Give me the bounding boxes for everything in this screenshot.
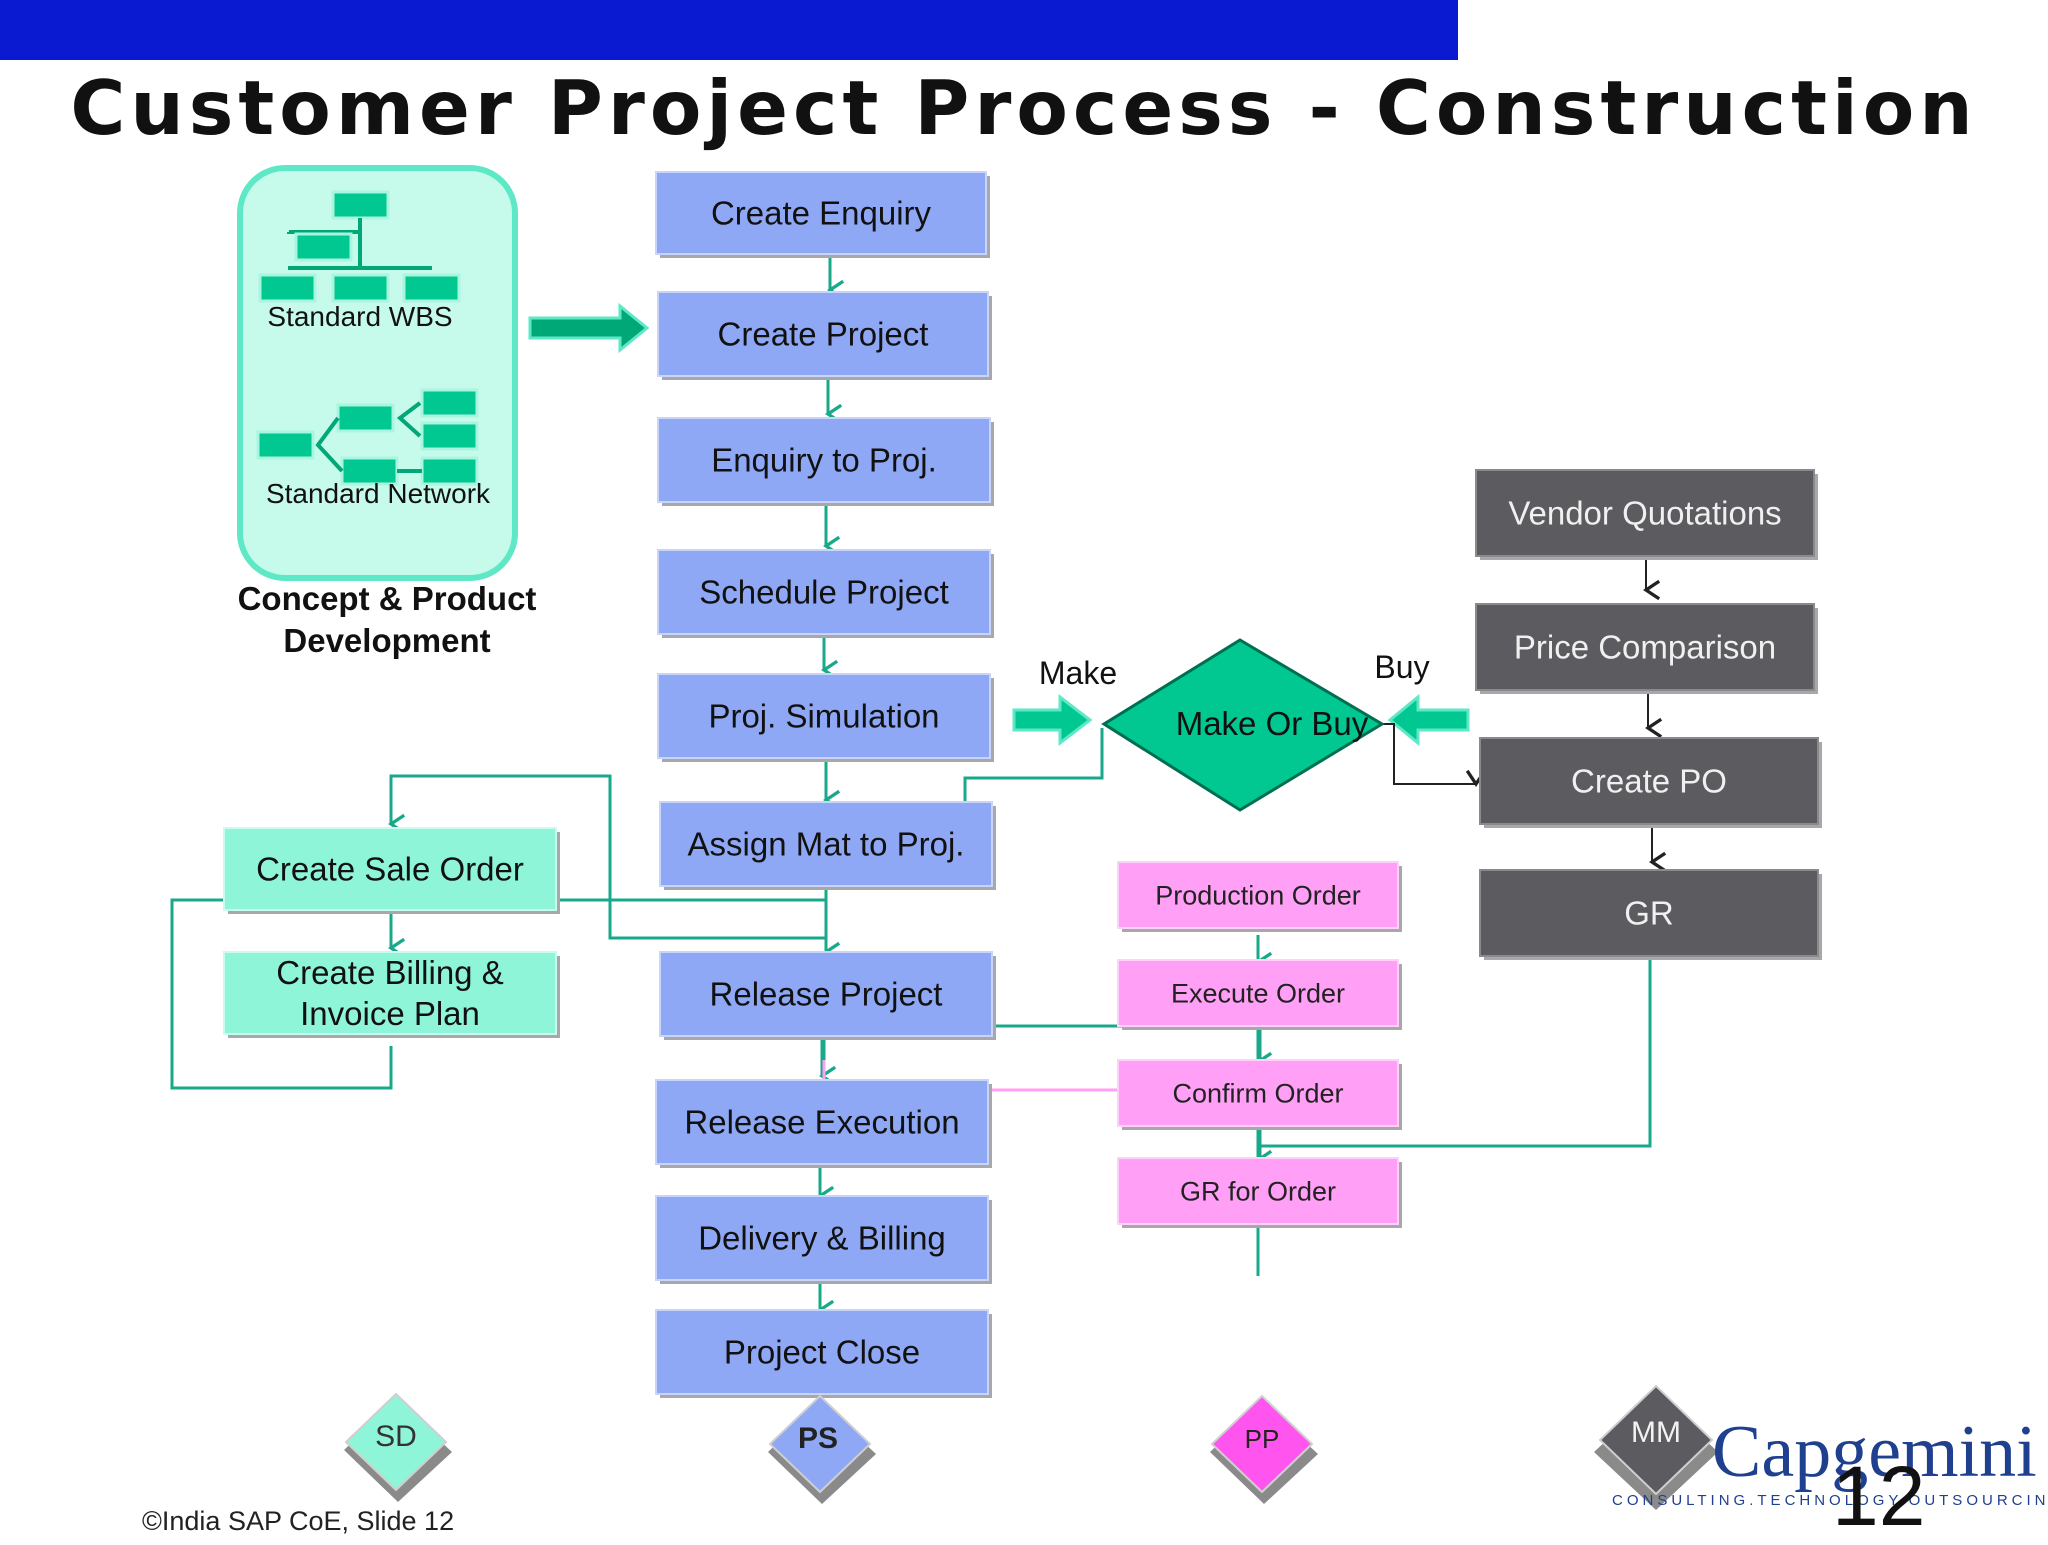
ps-step-8: Release Execution [655,1079,992,1168]
pp-step-2: Execute Order [1117,959,1402,1030]
page-number: 12 [1832,1449,1926,1543]
sd-step-billing-invoice-plan-label: Invoice Plan [300,995,480,1032]
block-arrow-concept-to-project [528,302,650,354]
decision-label: Make Or Buy [1176,705,1369,742]
page-title: Customer Project Process - Construction [70,64,1978,152]
sd-step-create-sale-order-label: Create Sale Order [256,851,524,888]
concept-caption-line1: Concept & Product [238,580,537,617]
block-arrow-make [1012,693,1093,747]
ps-step-10-label: Project Close [724,1334,920,1371]
module-badge-mm: MM [1594,1384,1718,1510]
title-bar [0,0,1458,60]
ps-step-6: Assign Mat to Proj. [659,801,996,890]
sd-step-billing-invoice-plan: Create Billing & Invoice Plan [223,951,560,1038]
block-arrow-buy [1387,693,1470,747]
make-or-buy-decision: Make Or Buy [1101,638,1385,812]
ps-step-3-label: Enquiry to Proj. [711,442,937,479]
ps-step-1: Create Enquiry [655,171,990,258]
pp-step-4: GR for Order [1117,1157,1402,1228]
concept-caption-line2: Development [283,622,490,659]
ps-step-3: Enquiry to Proj. [657,417,994,506]
pp-step-2-label: Execute Order [1171,978,1345,1008]
pp-step-4-label: GR for Order [1180,1176,1336,1206]
module-badge-ps: PS [768,1394,876,1504]
module-badge-sd: SD [344,1392,452,1502]
pp-step-3-label: Confirm Order [1172,1078,1343,1108]
module-badge-pp: PP [1210,1394,1318,1504]
ps-step-5: Proj. Simulation [657,673,994,762]
make-label: Make [1039,655,1117,691]
ps-step-10: Project Close [655,1309,992,1398]
sd-badge-label: SD [375,1420,417,1453]
footer-copyright: ©India SAP CoE, Slide 12 [142,1506,455,1536]
ps-step-6-label: Assign Mat to Proj. [688,826,965,863]
mm-step-2: Price Comparison [1475,603,1818,694]
mm-step-4: GR [1479,869,1822,960]
capgemini-logo: Capgemini [1712,1411,2037,1493]
pp-step-3: Confirm Order [1117,1059,1402,1130]
ps-step-2: Create Project [657,291,992,380]
mm-step-3: Create PO [1479,737,1822,828]
ps-step-1-label: Create Enquiry [711,195,932,232]
mm-step-1: Vendor Quotations [1475,469,1818,560]
concept-panel: Standard WBS Standard Network Concept & … [237,165,537,659]
ps-step-7-label: Release Project [710,976,943,1013]
network-icon [256,388,479,486]
mm-step-4-label: GR [1624,895,1674,932]
mm-connectors [1378,556,1667,873]
ps-step-5-label: Proj. Simulation [708,698,939,735]
capgemini-tagline: CONSULTING.TECHNOLOGY.OUTSOURCING [1612,1492,2048,1509]
ps-step-7: Release Project [659,951,996,1040]
ps-step-9-label: Delivery & Billing [698,1220,946,1257]
mm-step-1-label: Vendor Quotations [1508,495,1781,532]
buy-label: Buy [1374,649,1429,685]
mm-badge-label: MM [1631,1416,1681,1449]
pp-step-1: Production Order [1117,861,1402,932]
wbs-label: Standard WBS [267,301,452,332]
network-label: Standard Network [266,478,491,509]
ps-badge-label: PS [798,1422,838,1455]
ps-step-9: Delivery & Billing [655,1195,992,1284]
ps-step-4-label: Schedule Project [699,574,948,611]
pp-step-1-label: Production Order [1155,880,1361,910]
ps-step-8-label: Release Execution [684,1104,959,1141]
ps-step-2-label: Create Project [718,316,929,353]
wbs-tree-icon [258,190,461,303]
pp-badge-label: PP [1245,1424,1280,1454]
mm-step-2-label: Price Comparison [1514,629,1776,666]
ps-step-4: Schedule Project [657,549,994,638]
mm-step-3-label: Create PO [1571,763,1727,800]
sd-step-create-sale-order: Create Sale Order [223,827,560,914]
sd-step-billing-invoice-plan-label: Create Billing & [276,954,503,991]
